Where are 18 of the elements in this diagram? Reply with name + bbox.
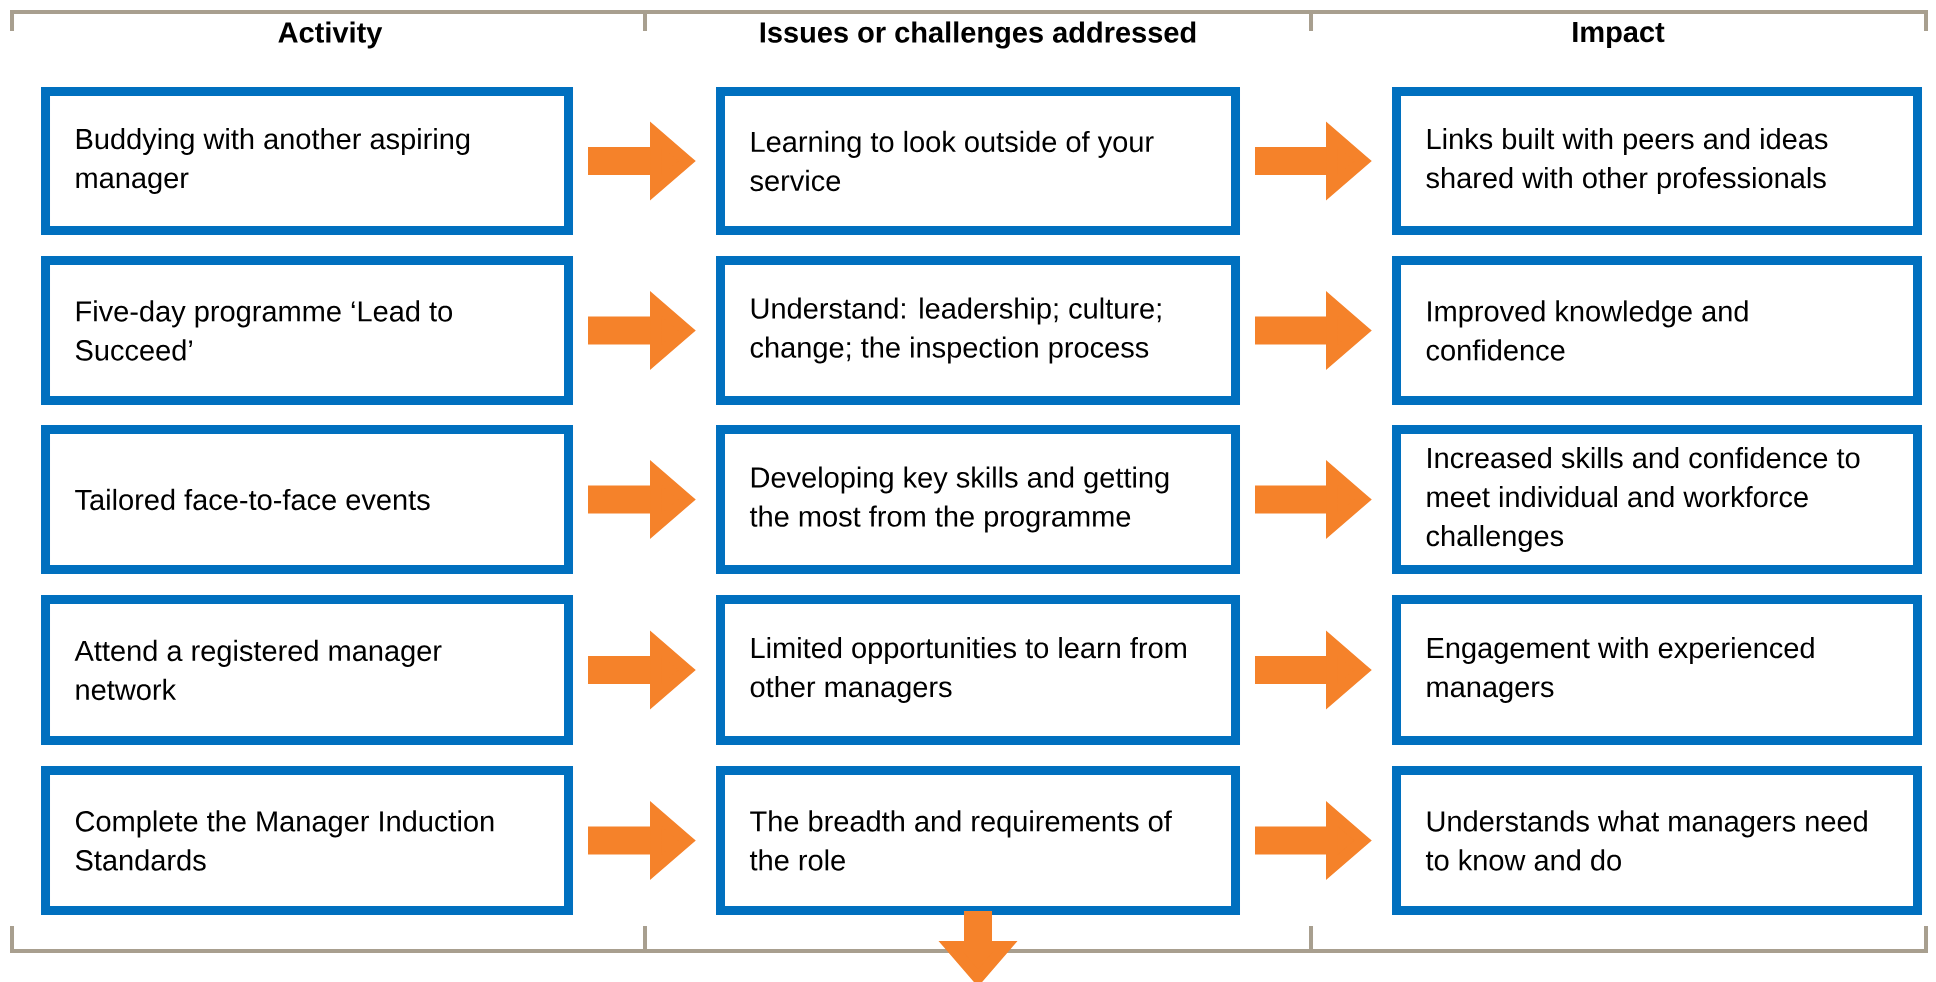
text-box: Complete the Manager Induction Standards: [41, 766, 573, 915]
text-box: Tailored face-to-face events: [41, 425, 573, 574]
text-box: Attend a registered manager network: [41, 595, 573, 745]
column-header: Impact: [1573, 22, 1665, 48]
text-box: Increased skills and confidence to meet individual and workforce challenges: [1392, 425, 1922, 574]
text-box: Engagement with experienced managers: [1392, 595, 1922, 745]
column-header: Issues or challenges addressed: [760, 21, 1196, 49]
text-box: Understands what managers need to know and do: [1392, 766, 1922, 915]
text-box: Links built with peers and ideas shared with other professionals: [1392, 87, 1922, 235]
text-box: The breadth and requirements of the role: [716, 766, 1240, 915]
text-box: Five-day programme ‘Lead to Succeed’: [41, 256, 573, 405]
text-box: Limited opportunities to learn from other managers: [716, 595, 1240, 745]
text-box: Improved knowledge and confidence: [1392, 256, 1922, 405]
text-box: Developing key skills and getting the most from the programme: [716, 425, 1240, 574]
text-box: Understand: leadership; culture; change; the inspection process: [716, 256, 1240, 405]
text-box: Buddying with another aspiring manager: [41, 87, 573, 235]
column-header: Activity: [278, 21, 383, 49]
text-box: Learning to look outside of your service: [716, 87, 1240, 235]
